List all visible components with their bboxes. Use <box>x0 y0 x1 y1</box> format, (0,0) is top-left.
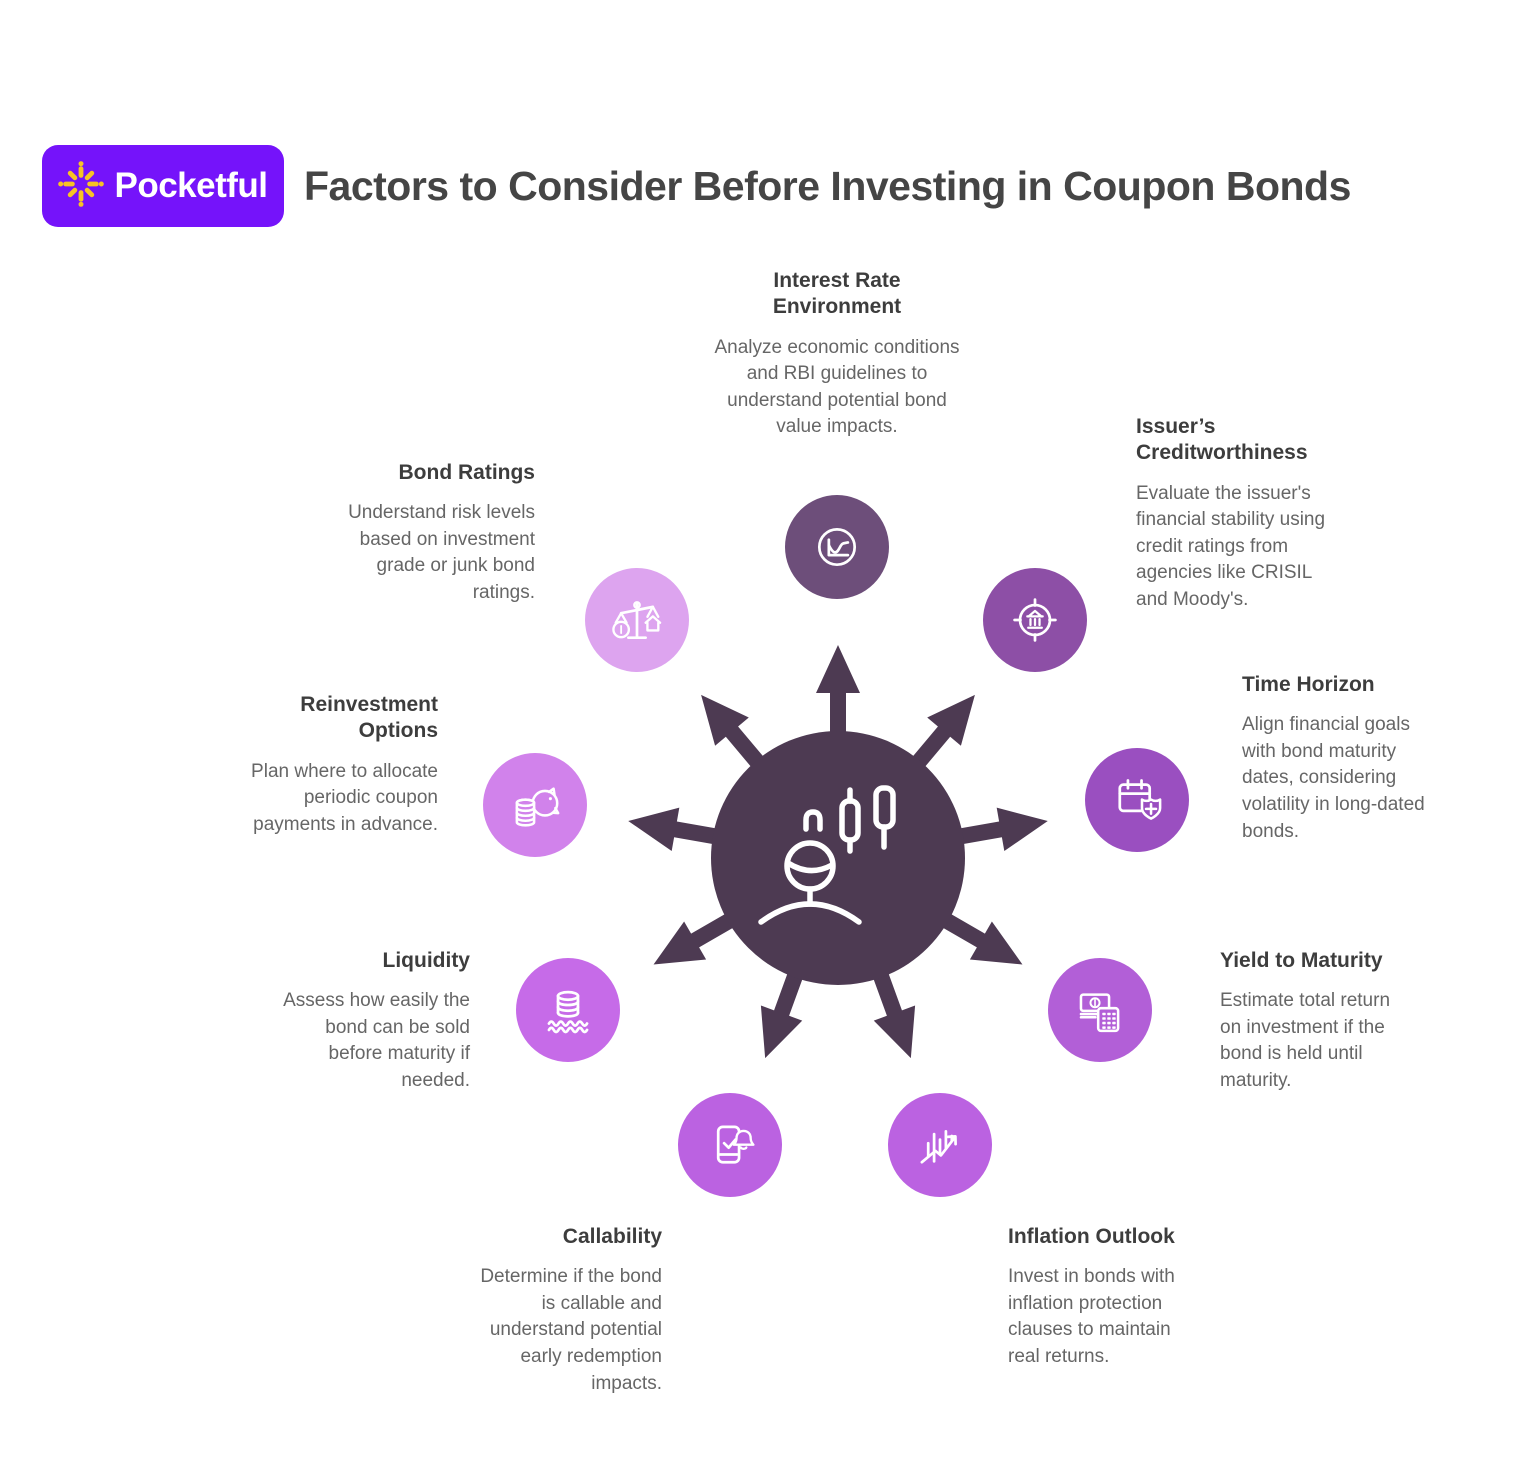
circle-inflation-outlook <box>888 1093 992 1197</box>
pocketful-burst-icon <box>58 160 105 212</box>
circle-yield-to-maturity <box>1048 958 1152 1062</box>
factor-title: Callability <box>562 1225 662 1248</box>
circle-interest-rate-environment <box>785 495 889 599</box>
circle-issuers-creditworthiness <box>983 568 1087 672</box>
page-title: Factors to Consider Before Investing in … <box>304 162 1351 209</box>
factor-description: Plan where to allocate periodic coupon p… <box>251 760 438 835</box>
piggy-bank-coins-icon <box>515 787 560 827</box>
circle-time-horizon <box>1085 748 1189 852</box>
factor-description: Invest in bonds with inflation protectio… <box>1008 1266 1175 1368</box>
header: Pocketful Factors to Consider Before Inv… <box>42 145 1351 227</box>
factor-yield-to-maturity: Yield to Maturity Estimate total return … <box>1220 948 1415 1095</box>
factor-description: Determine if the bond is callable and un… <box>480 1266 662 1394</box>
circle-reinvestment-options <box>483 753 587 857</box>
factor-title: Yield to Maturity <box>1220 949 1383 972</box>
coins-waves-icon <box>547 990 589 1034</box>
investor-with-candlesticks-icon <box>758 785 896 925</box>
circle-bond-ratings <box>585 568 689 672</box>
cash-calculator-icon <box>1079 993 1120 1033</box>
phone-alert-icon <box>716 1125 755 1164</box>
factor-description: Analyze economic conditions and RBI guid… <box>714 336 960 438</box>
logo-text: Pocketful <box>114 166 268 205</box>
factor-interest-rate-environment: Interest Rate Environment Analyze econom… <box>712 268 962 441</box>
factor-description: Align financial goals with bond maturity… <box>1242 714 1425 842</box>
factor-time-horizon: Time Horizon Align financial goals with … <box>1242 672 1437 845</box>
factor-bond-ratings: Bond Ratings Understand risk levels base… <box>335 460 535 607</box>
factor-liquidity: Liquidity Assess how easily the bond can… <box>280 948 470 1095</box>
factor-title: Issuer’s Creditworthiness <box>1136 415 1308 465</box>
pocketful-logo: Pocketful <box>42 145 284 227</box>
line-chart-icon <box>817 527 857 567</box>
scales-icon <box>612 601 662 640</box>
factor-description: Assess how easily the bond can be sold b… <box>283 990 470 1092</box>
factor-title: Bond Ratings <box>398 461 536 484</box>
circle-callability <box>678 1093 782 1197</box>
factor-issuers-creditworthiness: Issuer’s Creditworthiness Evaluate the i… <box>1136 414 1336 613</box>
factor-reinvestment-options: Reinvestment Options Plan where to alloc… <box>243 692 438 838</box>
factor-title: Time Horizon <box>1242 673 1375 696</box>
rising-chart-arrow-icon <box>920 1130 957 1164</box>
factor-title: Interest Rate Environment <box>772 269 902 319</box>
central-hub <box>518 538 1158 1178</box>
factor-description: Understand risk levels based on investme… <box>348 502 535 604</box>
calendar-shield-icon <box>1118 779 1162 820</box>
factor-inflation-outlook: Inflation Outlook Invest in bonds with i… <box>1008 1224 1198 1371</box>
factor-description: Estimate total return on investment if t… <box>1220 990 1391 1092</box>
circle-liquidity <box>516 958 620 1062</box>
hub-circle <box>711 731 965 985</box>
factor-callability: Callability Determine if the bond is cal… <box>467 1224 662 1397</box>
factor-title: Inflation Outlook <box>1008 1225 1175 1248</box>
factor-title: Reinvestment Options <box>300 693 438 743</box>
factor-description: Evaluate the issuer's financial stabilit… <box>1136 482 1326 610</box>
factor-title: Liquidity <box>382 949 471 972</box>
bank-target-icon <box>1013 598 1057 642</box>
